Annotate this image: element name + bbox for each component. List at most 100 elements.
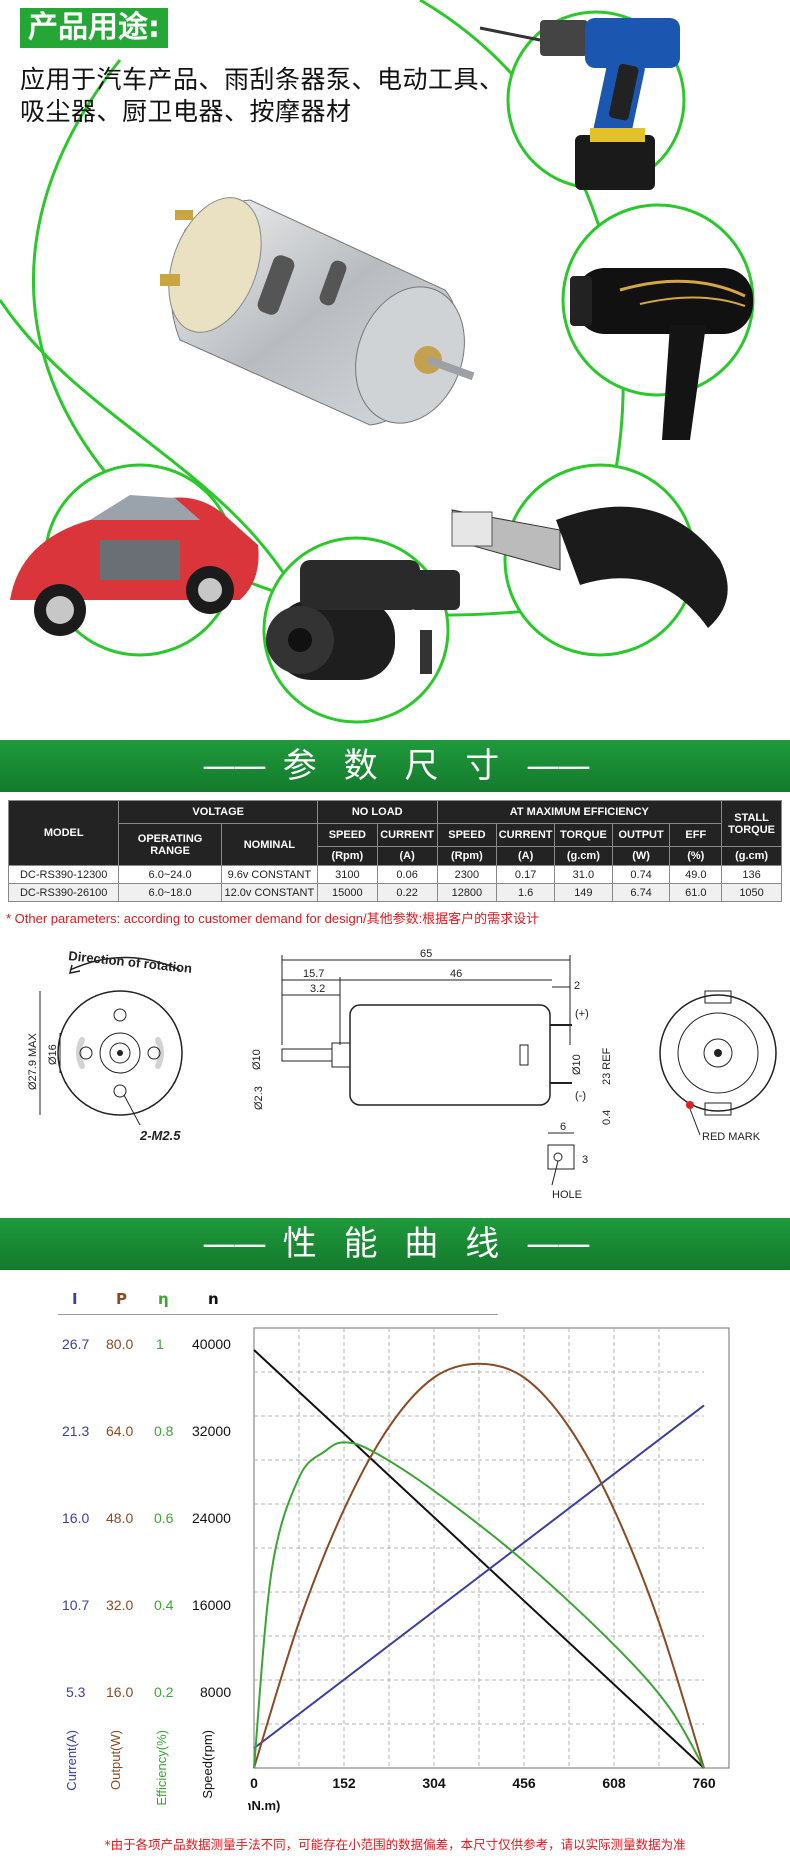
tick-current: 21.3 <box>62 1423 90 1439</box>
tick-efficiency: 1 <box>156 1336 164 1352</box>
pole-plus: (+) <box>575 1008 589 1020</box>
cell-me-eff: 61.0 <box>669 883 723 902</box>
cell-nl-speed: 15000 <box>316 883 378 902</box>
th-me-speed: SPEED <box>436 823 498 847</box>
applications-section: 产品用途: 应用于汽车产品、雨刮条器泵、电动工具、 吸尘器、厨卫电器、按摩器材 <box>0 0 790 740</box>
params-table: MODEL VOLTAGE NO LOAD AT MAXIMUM EFFICIE… <box>7 800 782 902</box>
dim-d16: Ø16 <box>47 1044 59 1065</box>
tick-output: 80.0 <box>106 1336 134 1352</box>
dim-3-2: 3.2 <box>310 983 325 995</box>
axis-head-n: n <box>208 1290 219 1308</box>
cell-me-torque: 149 <box>554 883 613 902</box>
table-row: DC-RS390-26100 6.0~18.0 12.0v CONSTANT 1… <box>7 883 782 902</box>
cell-nominal: 9.6v CONSTANT <box>220 865 318 884</box>
cell-range: 6.0~18.0 <box>118 883 222 902</box>
x-tick-label: 456 <box>512 1775 536 1791</box>
th-me-current: CURRENT <box>496 823 555 847</box>
x-tick-label: 0 <box>250 1775 258 1791</box>
x-axis-label: T(mN.m) <box>248 1798 280 1813</box>
th-me-torque: TORQUE <box>554 823 613 847</box>
series-line-speed <box>253 1349 705 1769</box>
cell-me-speed: 2300 <box>436 865 498 884</box>
usage-line-1: 应用于汽车产品、雨刮条器泵、电动工具、 <box>20 65 505 94</box>
tick-output: 64.0 <box>106 1423 134 1439</box>
tick-efficiency: 0.6 <box>154 1510 174 1526</box>
cell-range: 6.0~24.0 <box>118 865 222 884</box>
motor-image <box>160 197 475 426</box>
cell-stall: 1050 <box>721 883 782 902</box>
rotation-label: Direction of rotation <box>68 948 193 976</box>
tick-efficiency: 0.2 <box>154 1684 174 1700</box>
banner-dash-left: —— <box>201 1224 267 1264</box>
tick-efficiency: 0.4 <box>154 1597 174 1613</box>
params-banner: —— 参 数 尺 寸 —— <box>0 740 790 792</box>
curves-banner: —— 性 能 曲 线 —— <box>0 1218 790 1270</box>
unit-nl-speed: (Rpm) <box>316 846 378 866</box>
cell-model: DC-RS390-26100 <box>7 883 120 902</box>
table-row: DC-RS390-12300 6.0~24.0 9.6v CONSTANT 31… <box>7 865 782 884</box>
dim-d-max: Ø27.9 MAX <box>27 1032 39 1090</box>
tick-speed: 32000 <box>192 1423 231 1439</box>
ylabel-speed: Speed(rpm) <box>200 1730 215 1799</box>
unit-nl-current: (A) <box>376 846 438 866</box>
usage-title: 产品用途: <box>20 8 168 48</box>
th-voltage: VOLTAGE <box>118 800 318 824</box>
red-mark-label: RED MARK <box>702 1131 761 1143</box>
cell-nl-current: 0.06 <box>376 865 438 884</box>
th-max-eff: AT MAXIMUM EFFICIENCY <box>436 800 723 824</box>
tick-speed: 40000 <box>192 1336 231 1352</box>
ylabel-efficiency: Efficiency(%) <box>154 1730 169 1806</box>
tick-output: 48.0 <box>106 1510 134 1526</box>
series-line-current <box>253 1404 705 1750</box>
axis-head-i: I <box>72 1290 78 1308</box>
usage-line-2: 吸尘器、厨卫电器、按摩器材 <box>20 97 352 126</box>
ylabel-current: Current(A) <box>64 1730 79 1791</box>
curves-banner-title: 性 能 曲 线 <box>282 1224 508 1264</box>
cell-me-output: 0.74 <box>611 865 671 884</box>
dimension-drawing: Direction of rotation Ø27.9 MAX Ø16 2-M2… <box>27 948 777 1201</box>
dim-screws: 2-M2.5 <box>139 1128 181 1143</box>
cell-me-current: 1.6 <box>496 883 555 902</box>
vacuum-cleaner-image <box>451 463 728 657</box>
tick-output: 16.0 <box>106 1684 134 1700</box>
performance-chart: 0152304456608760T(mN.m) <box>248 1327 730 1813</box>
th-me-output: OUTPUT <box>611 823 671 847</box>
ylabel-output: Output(W) <box>108 1730 123 1790</box>
th-model: MODEL <box>7 800 120 866</box>
params-banner-title: 参 数 尺 寸 <box>282 746 508 786</box>
series-line-output <box>253 1362 705 1769</box>
banner-dash-right: —— <box>526 746 591 786</box>
cell-nl-speed: 3100 <box>316 865 378 884</box>
unit-me-current: (A) <box>496 846 555 866</box>
th-operating-range: OPERATING RANGE <box>118 823 222 866</box>
x-tick-label: 152 <box>332 1775 356 1791</box>
unit-me-torque: (g.cm) <box>554 846 613 866</box>
dim-2: 2 <box>574 980 580 992</box>
unit-me-eff: (%) <box>669 846 723 866</box>
dim-6: 6 <box>560 1121 566 1133</box>
dim-d10-left: Ø10 <box>251 1049 263 1070</box>
cell-me-eff: 49.0 <box>669 865 723 884</box>
dim-46: 46 <box>450 968 462 980</box>
tick-speed: 8000 <box>200 1684 232 1700</box>
tick-current: 26.7 <box>62 1336 90 1352</box>
dim-23-ref: 23 REF <box>601 1047 613 1085</box>
axis-header-rule <box>58 1314 498 1315</box>
tick-output: 32.0 <box>106 1597 134 1613</box>
th-stall: STALL TORQUE <box>721 800 782 847</box>
measurement-footnote: *由于各项产品数据测量手法不同，可能存在小范围的数据偏差，本尺寸仅供参考，请以实… <box>104 1837 686 1852</box>
x-tick-label: 608 <box>602 1775 626 1791</box>
cell-nominal: 12.0v CONSTANT <box>220 883 318 902</box>
tick-current: 5.3 <box>66 1684 86 1700</box>
dim-0-4: 0.4 <box>601 1110 613 1125</box>
banner-dash-right: —— <box>526 1224 591 1264</box>
pole-minus: (-) <box>575 1090 586 1102</box>
side-view: 65 46 15.7 3.2 2 Ø10 Ø2.3 Ø10 23 REF (+)… <box>251 948 613 1201</box>
drill-image <box>479 10 686 190</box>
wiper-pump-image <box>262 536 460 724</box>
axis-head-eta: η <box>158 1290 169 1308</box>
tick-current: 16.0 <box>62 1510 90 1526</box>
cell-me-torque: 31.0 <box>554 865 613 884</box>
series-line-efficiency <box>253 1441 705 1769</box>
unit-me-output: (W) <box>611 846 671 866</box>
